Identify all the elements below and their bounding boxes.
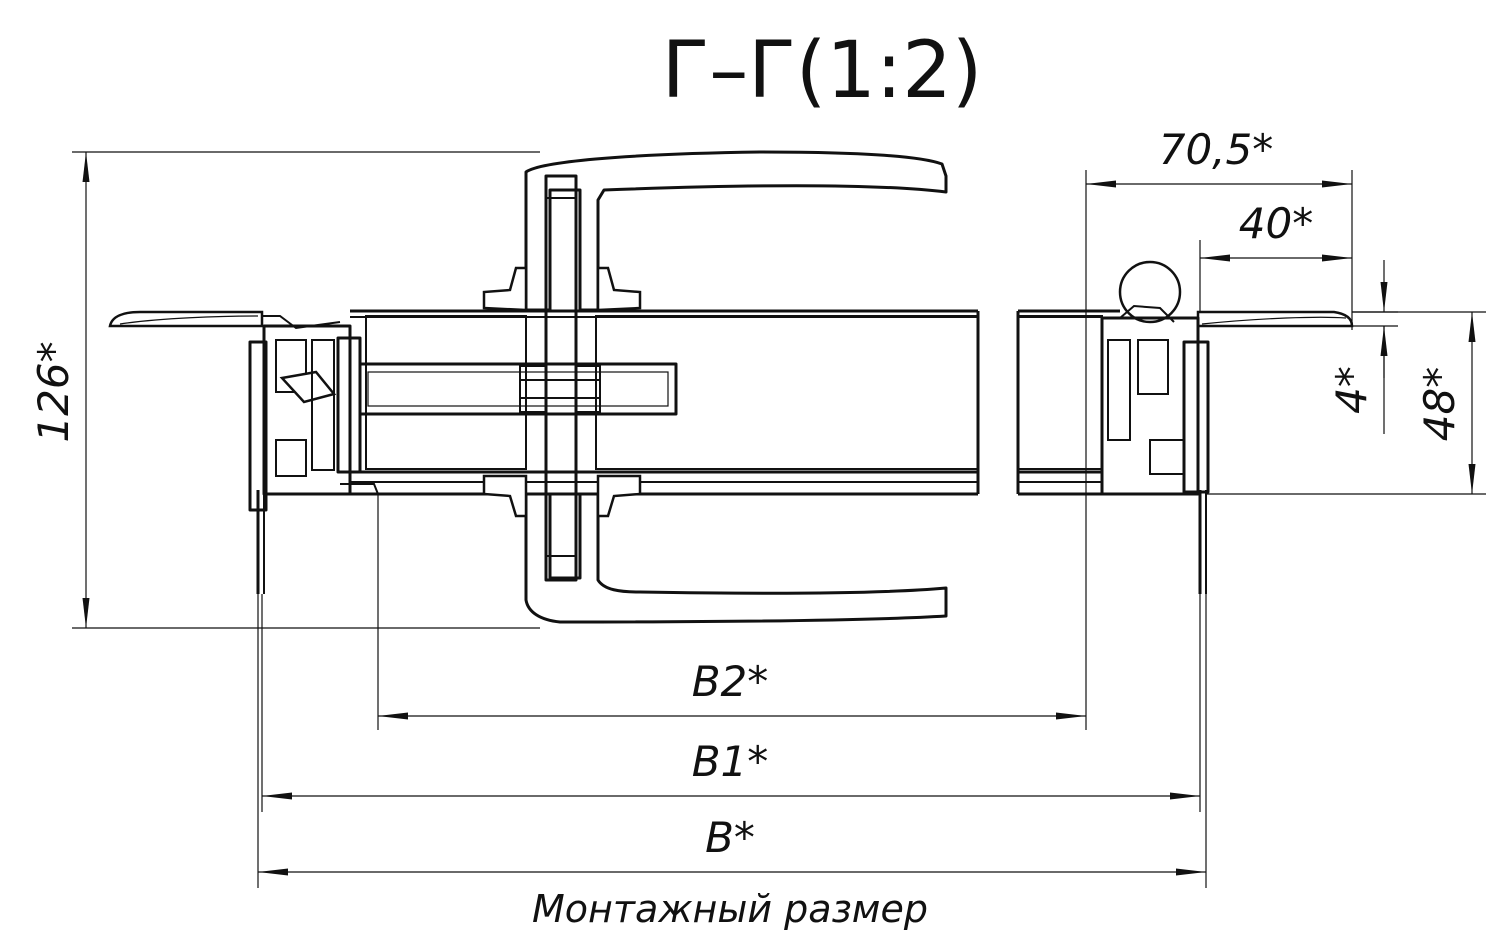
insulation-right bbox=[595, 315, 979, 470]
insulation-left-upper bbox=[365, 315, 527, 365]
dim-frame-depth: 48* bbox=[1415, 367, 1464, 441]
architrave-left bbox=[108, 310, 264, 328]
dim-overall-height: 126* bbox=[29, 341, 78, 442]
handle-upper-lever bbox=[524, 150, 948, 312]
escutcheon-bottom-right bbox=[596, 474, 642, 518]
dim-hinge-offset: 70,5* bbox=[1159, 125, 1274, 174]
frame-left bbox=[108, 310, 379, 594]
escutcheon-top-right bbox=[596, 266, 642, 312]
handle-lower-lever bbox=[524, 492, 948, 624]
door-handle bbox=[482, 150, 948, 624]
door-leaf bbox=[350, 309, 1120, 496]
dim-frame-width: B* bbox=[705, 813, 755, 862]
dim-hinge-inner: 40* bbox=[1239, 199, 1313, 248]
escutcheon-bottom-left bbox=[482, 474, 528, 518]
dim-leaf-width: B1* bbox=[692, 737, 769, 786]
hinge-knuckle bbox=[1118, 260, 1182, 324]
dim-leaf-step: 4* bbox=[1327, 366, 1376, 414]
mounting-size-note: Монтажный размер bbox=[532, 887, 928, 931]
frame-right bbox=[1100, 260, 1354, 594]
dimension-lines: 126* 70,5* 40* 4* 48* B2* B1* bbox=[29, 125, 1486, 931]
escutcheon-top-left bbox=[482, 266, 528, 312]
dim-clear-width: B2* bbox=[692, 657, 769, 706]
insulation-far-right bbox=[1017, 315, 1103, 470]
insulation-left-lower bbox=[365, 413, 527, 470]
section-title: Г–Г(1:2) bbox=[662, 26, 983, 116]
